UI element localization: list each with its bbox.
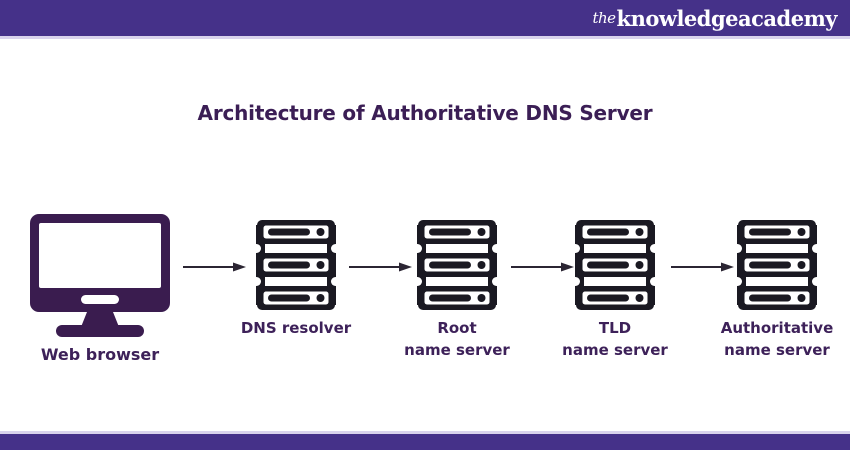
flow-arrow-3 xyxy=(511,262,574,272)
node-label-root-name-server: Root name server xyxy=(404,317,510,361)
label-line: name server xyxy=(562,341,668,359)
node-dns-resolver: DNS resolver xyxy=(196,220,396,339)
page-title: Architecture of Authoritative DNS Server xyxy=(197,101,653,125)
logo-academy: academy xyxy=(738,5,837,31)
server-stack-icon xyxy=(417,220,497,310)
server-stack-icon xyxy=(575,220,655,310)
node-label-web-browser: Web browser xyxy=(41,344,159,366)
label-line: DNS resolver xyxy=(240,319,352,337)
footer-bar xyxy=(0,434,850,450)
flow-arrow-4 xyxy=(671,262,734,272)
flow-arrow-1 xyxy=(183,262,246,272)
label-line: Web browser xyxy=(40,345,160,364)
server-stack-icon xyxy=(256,220,336,310)
flow-arrow-2 xyxy=(349,262,412,272)
logo-the: the xyxy=(592,9,616,27)
label-line: Authoritative xyxy=(720,319,834,337)
label-line: name server xyxy=(404,341,510,359)
node-authoritative-name-server: Authoritative name server xyxy=(677,220,850,361)
node-tld-name-server: TLD name server xyxy=(515,220,715,361)
footer-separator-line xyxy=(0,431,850,434)
label-line: name server xyxy=(724,341,830,359)
logo-knowledge: knowledge xyxy=(616,5,739,31)
label-line: Root xyxy=(437,319,477,337)
node-label-tld-name-server: TLD name server xyxy=(562,317,668,361)
node-root-name-server: Root name server xyxy=(357,220,557,361)
node-label-authoritative-name-server: Authoritative name server xyxy=(721,317,834,361)
header-separator-line xyxy=(0,36,850,39)
node-label-dns-resolver: DNS resolver xyxy=(241,317,351,339)
header-bar xyxy=(0,0,850,36)
monitor-icon xyxy=(30,214,170,337)
label-line: TLD xyxy=(598,319,632,337)
server-stack-icon xyxy=(737,220,817,310)
node-web-browser: Web browser xyxy=(0,214,200,366)
